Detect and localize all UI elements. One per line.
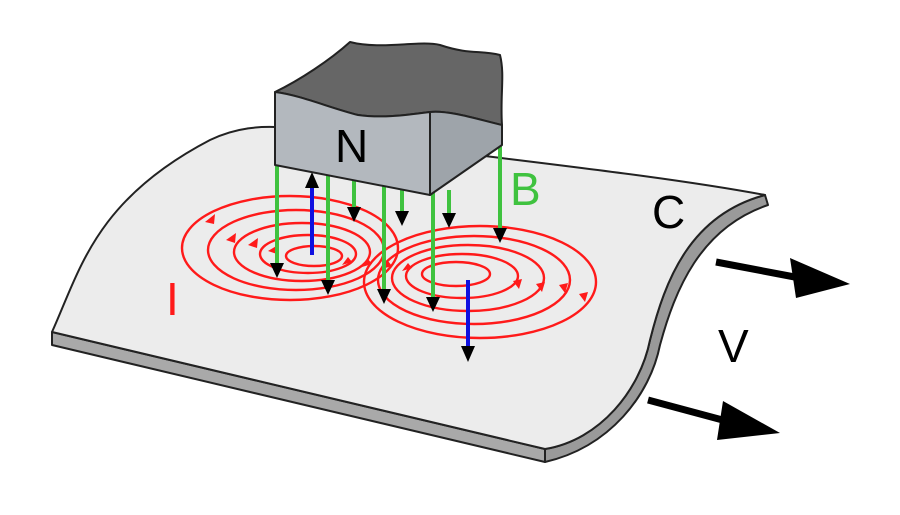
label-field: B — [510, 163, 541, 215]
sheet-top — [51, 125, 766, 450]
velocity-arrow-lower — [647, 396, 780, 440]
velocity-arrows — [647, 258, 850, 440]
label-pole: N — [335, 120, 368, 172]
reaction-field-vectors — [305, 172, 475, 362]
magnet-side-face — [429, 110, 503, 196]
magnet — [274, 41, 504, 196]
conductor-sheet — [51, 125, 769, 463]
label-velocity: V — [718, 320, 749, 372]
label-current: I — [166, 273, 179, 325]
label-conductor: C — [652, 186, 685, 238]
velocity-arrow-upper — [715, 258, 850, 298]
magnet-front-face — [274, 91, 431, 196]
field-line-arrowheads — [270, 207, 507, 312]
